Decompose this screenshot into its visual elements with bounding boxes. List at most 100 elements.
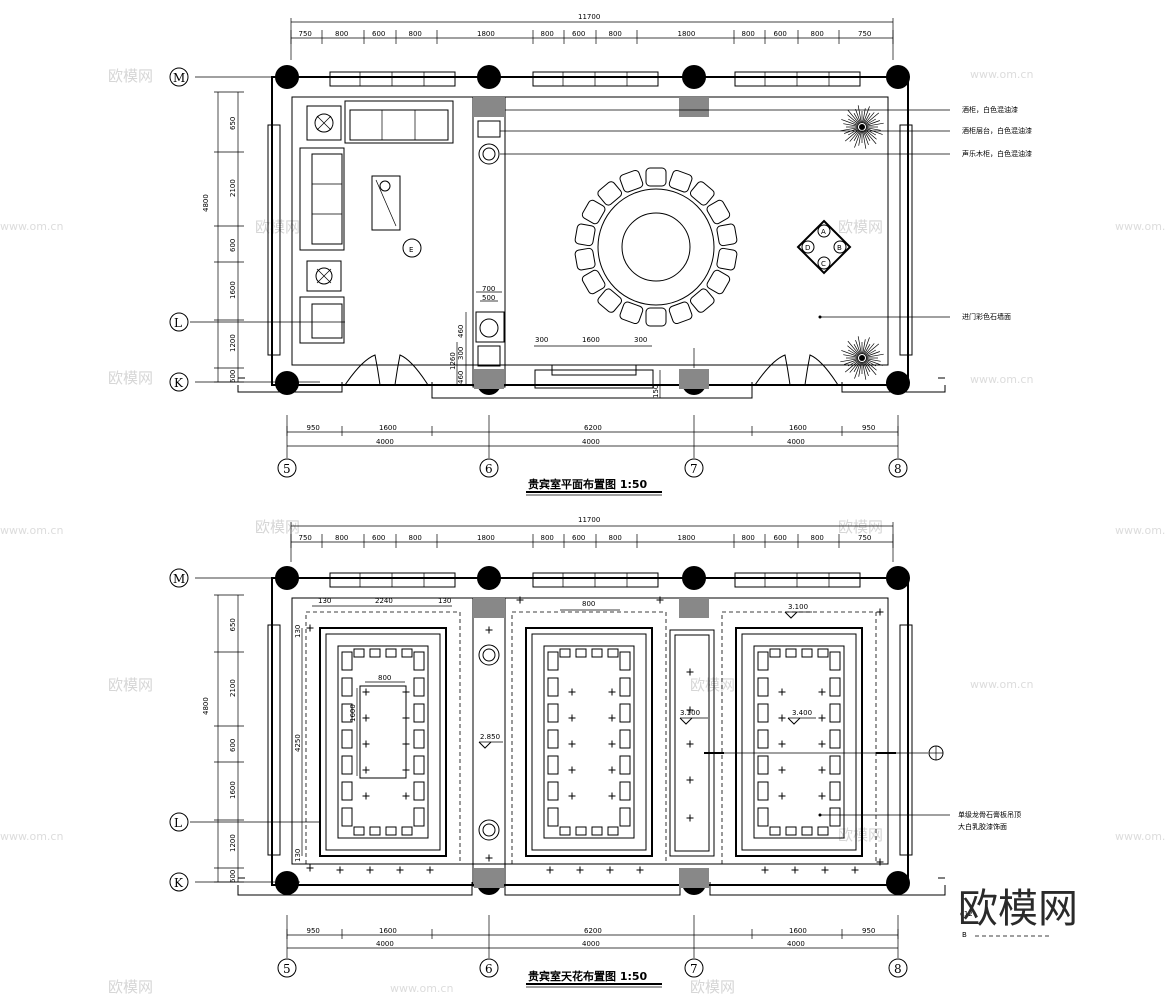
watermark-url: www.om.cn: [0, 220, 63, 233]
plant-leaf: [863, 361, 869, 376]
plant-leaf: [854, 130, 861, 148]
plan-chair-group: [574, 167, 738, 327]
plant-leaf: [858, 361, 862, 377]
dimension-label: 950: [307, 927, 320, 935]
ceiling-left-total: 4800: [202, 697, 210, 715]
ceiling-legend: c12 B: [960, 910, 1052, 939]
coffer-block: [829, 651, 841, 671]
dimension-label: 1200: [229, 834, 237, 852]
plant-leaf: [862, 108, 866, 124]
plan-walls: [237, 71, 946, 399]
coffer-block: [341, 807, 353, 827]
coffer-block: [817, 648, 829, 658]
plan-inner-dims: 700 500 460 1260 300 460 300 1600 300 15…: [449, 285, 695, 398]
coffer-block: [413, 755, 425, 775]
watermark-text: 欧模网: [108, 978, 153, 996]
plan-dim: 460: [457, 325, 465, 338]
plant-leaf: [843, 123, 859, 127]
plan-doors: [344, 354, 839, 389]
compass-label-a: A: [821, 228, 826, 236]
plant-leaf: [865, 359, 883, 366]
plant-leaf: [864, 360, 877, 371]
watermark-text: 欧模网: [690, 978, 735, 996]
plan-dim: 1260: [449, 352, 457, 370]
dimension-label: 800: [742, 534, 755, 542]
plant-leaf: [853, 343, 861, 355]
plant-leaf: [847, 359, 859, 367]
axis-col-5: 5: [283, 462, 291, 476]
plant-leaf: [865, 359, 877, 367]
plant-leaf: [862, 339, 866, 355]
ceiling-levels: 2.850 3.100 3.100 3.400: [478, 603, 816, 749]
plant-leaf: [847, 345, 860, 356]
chair: [716, 247, 738, 271]
watermark-text: 欧模网: [255, 518, 300, 536]
chair: [645, 167, 667, 187]
coffer-block: [413, 781, 425, 801]
axis-col-8: 8: [894, 962, 902, 976]
coffer-block: [547, 651, 559, 671]
plant-leaf: [863, 361, 871, 373]
plant-leaf: [844, 360, 860, 373]
coffer-block: [591, 648, 603, 658]
coffer-block: [547, 729, 559, 749]
legend-label: B: [962, 931, 967, 939]
plan-dining-table: [574, 167, 738, 327]
coffer-block: [353, 826, 365, 836]
dimension-label: 600: [229, 739, 237, 752]
coffer-block: [385, 648, 397, 658]
coffer-block: [757, 729, 769, 749]
plant-leaf: [855, 340, 861, 355]
coffer-block: [757, 755, 769, 775]
coffer-block: [413, 651, 425, 671]
watermark-url: www.om.cn: [970, 68, 1033, 81]
ceiling-dim: 2240: [375, 597, 393, 605]
plant-icon: [840, 105, 884, 149]
axis-row-l: L: [174, 316, 182, 330]
coffer-block: [619, 703, 631, 723]
chair: [574, 223, 596, 247]
legend-label: c12: [960, 910, 973, 918]
dimension-label: 750: [858, 534, 871, 542]
dimension-label: 950: [307, 424, 320, 432]
plan-compass: A B C D: [796, 219, 852, 275]
ceiling-level: 2.850: [480, 733, 500, 741]
ceiling-panel-group: [305, 611, 877, 865]
plant-leaf: [841, 119, 859, 126]
watermark-url: www.om.cn: [0, 830, 63, 843]
ceiling-level: 3.100: [788, 603, 808, 611]
plant-leaf: [853, 130, 861, 142]
dimension-label: 650: [229, 117, 237, 130]
coffer-block: [785, 648, 797, 658]
coffer-block: [607, 648, 619, 658]
dimension-label: 1600: [789, 927, 807, 935]
coffer-block: [757, 781, 769, 801]
coffer-block: [619, 781, 631, 801]
ceiling-dim: 1600: [349, 704, 357, 722]
plant-leaf: [865, 349, 877, 357]
dimension-label: 800: [811, 30, 824, 38]
plant-leaf: [865, 351, 880, 357]
dimension-label: 600: [572, 534, 585, 542]
dimension-label: 800: [609, 30, 622, 38]
plant-leaf: [847, 128, 859, 136]
axis-col-6: 6: [485, 462, 493, 476]
watermark-text: 欧模网: [255, 218, 300, 236]
plant-icon: [840, 336, 884, 380]
dimension-label: 600: [572, 30, 585, 38]
coffer-block: [413, 729, 425, 749]
plant-leaf: [864, 343, 875, 356]
plant-leaf: [863, 106, 870, 124]
plant-center: [859, 355, 865, 361]
ceiling-dim: 130: [438, 597, 451, 605]
coffer-block: [413, 703, 425, 723]
dimension-label: 1600: [379, 927, 397, 935]
plan-bottom-total: 4000: [582, 438, 600, 446]
ceiling-dim: 130: [294, 625, 302, 638]
